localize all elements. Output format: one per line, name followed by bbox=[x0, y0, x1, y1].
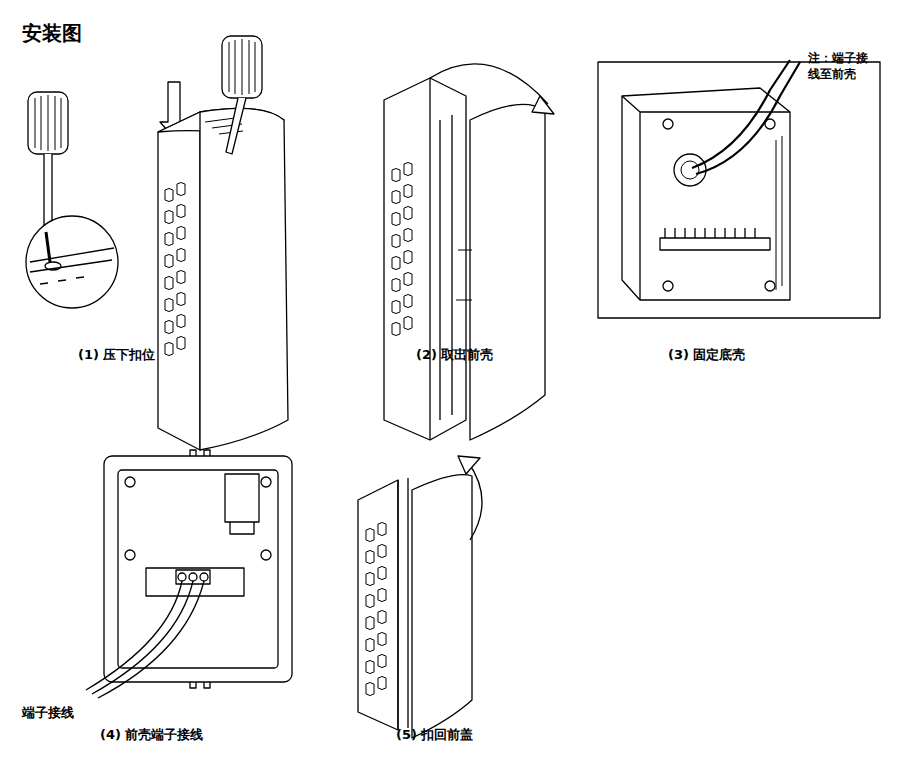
step-caption: (5) 扣回前盖 bbox=[396, 726, 473, 744]
wire-label: 端子接线 bbox=[22, 704, 74, 722]
step-caption: (2) 取出前壳 bbox=[416, 346, 493, 364]
step-caption: (4) 前壳端子接线 bbox=[100, 726, 203, 744]
wiring-note: 注：端子接线至前壳 bbox=[808, 50, 870, 82]
step-caption: (3) 固定底壳 bbox=[668, 346, 745, 364]
diagram-title: 安装图 bbox=[22, 20, 82, 47]
step-caption: (1) 压下扣位 bbox=[78, 346, 155, 364]
